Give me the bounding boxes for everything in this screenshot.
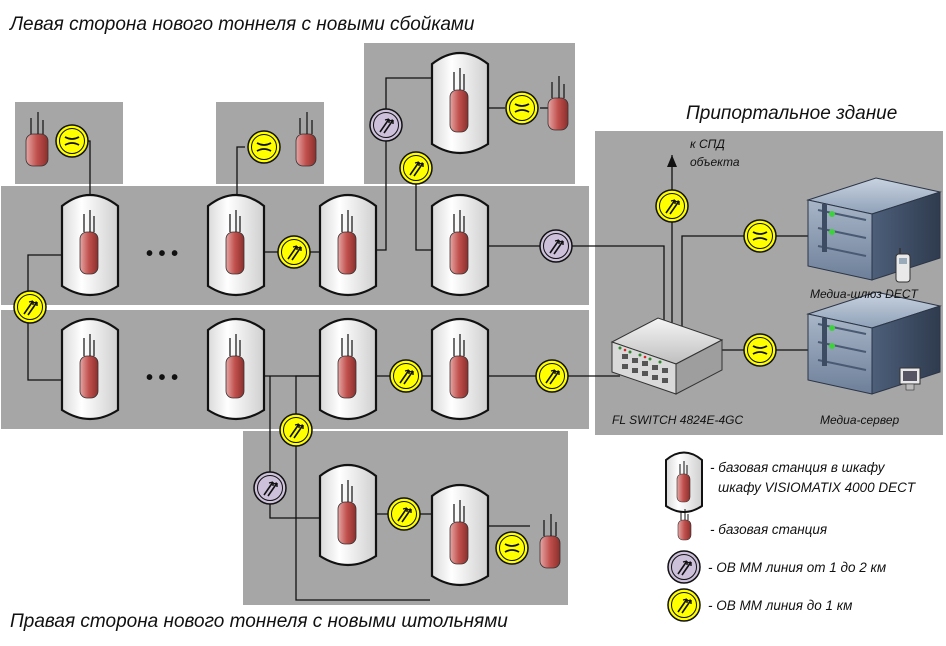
fiber-short-links — [13, 151, 689, 531]
zone-portal-building — [593, 129, 945, 437]
label-media-gateway: Медиа-шлюз DECT — [810, 287, 920, 301]
converters-copper — [55, 91, 777, 565]
base-station-icon[interactable] — [25, 112, 49, 167]
ellipsis-bottom: • • • — [146, 367, 178, 389]
dect-cabinet-icon[interactable] — [430, 318, 490, 421]
dect-cabinet-icon[interactable] — [318, 194, 378, 297]
network-switch-icon[interactable] — [610, 317, 724, 395]
legend: - базовая станция в шкафу шкафу VISIOMAT… — [665, 451, 917, 622]
media-converter-icon[interactable] — [743, 219, 777, 253]
monitor-icon — [899, 367, 921, 391]
base-station-icon[interactable] — [547, 76, 569, 131]
dect-cabinet-icon[interactable] — [318, 318, 378, 421]
media-converter-icon[interactable] — [743, 333, 777, 367]
legend-station-icon — [677, 509, 692, 541]
label-media-server: Медиа-сервер — [820, 413, 900, 427]
dect-cabinet-icon[interactable] — [206, 318, 266, 421]
fiber-long-icon[interactable] — [369, 108, 403, 142]
server-rack-icon[interactable] — [806, 291, 942, 395]
legend-fiber-short: - ОВ ММ линия до 1 км — [708, 598, 852, 613]
legend-fiber-long: - ОВ ММ линия от 1 до 2 км — [708, 560, 886, 575]
fiber-short-icon[interactable] — [655, 189, 689, 223]
fiber-long-links — [253, 108, 573, 505]
dect-cabinet-icon[interactable] — [206, 194, 266, 297]
base-station-icon[interactable] — [539, 514, 561, 569]
fiber-short-icon[interactable] — [277, 235, 311, 269]
legend-cabinet-line1: - базовая станция в шкафу — [710, 460, 886, 475]
dect-cabinet-icon[interactable] — [60, 194, 120, 297]
title-right-side: Правая сторона нового тоннеля с новыми ш… — [10, 611, 508, 632]
legend-cabinet-icon — [665, 451, 703, 513]
dect-cabinet-icon[interactable] — [60, 318, 120, 421]
dect-cabinet-icon[interactable] — [430, 52, 490, 155]
label-spd-object: объекта — [690, 155, 740, 169]
media-converter-icon[interactable] — [247, 130, 281, 164]
fiber-short-icon[interactable] — [389, 359, 423, 393]
fiber-short-icon[interactable] — [387, 497, 421, 531]
title-left-side: Левая сторона нового тоннеля с новыми сб… — [8, 14, 475, 35]
dect-cabinet-icon[interactable] — [318, 464, 378, 567]
legend-cabinet-line2: шкафу VISIOMATIX 4000 DECT — [718, 480, 917, 495]
label-spd: к СПД — [690, 137, 725, 151]
server-rack-icon[interactable] — [806, 177, 942, 281]
title-portal-building: Припортальное здание — [686, 103, 897, 124]
fiber-short-icon[interactable] — [399, 151, 433, 185]
fiber-short-icon[interactable] — [13, 290, 47, 324]
media-converter-icon[interactable] — [55, 124, 89, 158]
base-station-icon[interactable] — [295, 112, 317, 167]
spd-arrow-icon — [667, 155, 677, 167]
fiber-long-icon[interactable] — [539, 229, 573, 263]
dect-cabinet-icon[interactable] — [430, 194, 490, 297]
fiber-short-icon[interactable] — [535, 359, 569, 393]
legend-fiber-long-icon — [667, 550, 701, 584]
dect-phone-icon — [895, 248, 911, 283]
fiber-short-icon[interactable] — [279, 413, 313, 447]
legend-fiber-short-icon — [667, 588, 701, 622]
label-switch: FL SWITCH 4824E-4GC — [612, 413, 743, 427]
cabinets — [60, 52, 490, 587]
legend-station: - базовая станция — [710, 522, 827, 537]
media-converter-icon[interactable] — [505, 91, 539, 125]
dect-cabinet-icon[interactable] — [430, 484, 490, 587]
base-stations — [25, 76, 569, 569]
ellipsis-top: • • • — [146, 243, 178, 265]
media-converter-icon[interactable] — [495, 531, 529, 565]
fiber-long-icon[interactable] — [253, 471, 287, 505]
